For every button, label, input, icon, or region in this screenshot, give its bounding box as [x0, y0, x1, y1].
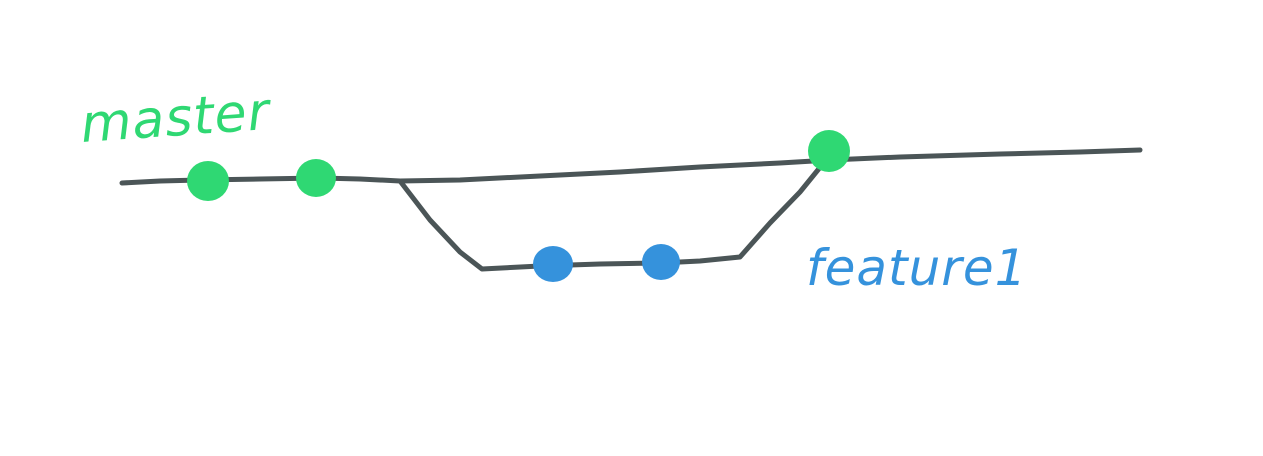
feature1-commit	[642, 244, 680, 280]
feature1-branch-line	[397, 157, 829, 272]
master-commit	[187, 161, 229, 201]
merge-commit	[808, 130, 850, 172]
master-branch-line	[119, 147, 1143, 186]
master-commit	[296, 159, 336, 197]
feature1-branch-label: feature1	[806, 239, 1027, 297]
feature1-commit	[533, 246, 573, 282]
master-branch-label: master	[79, 82, 275, 155]
